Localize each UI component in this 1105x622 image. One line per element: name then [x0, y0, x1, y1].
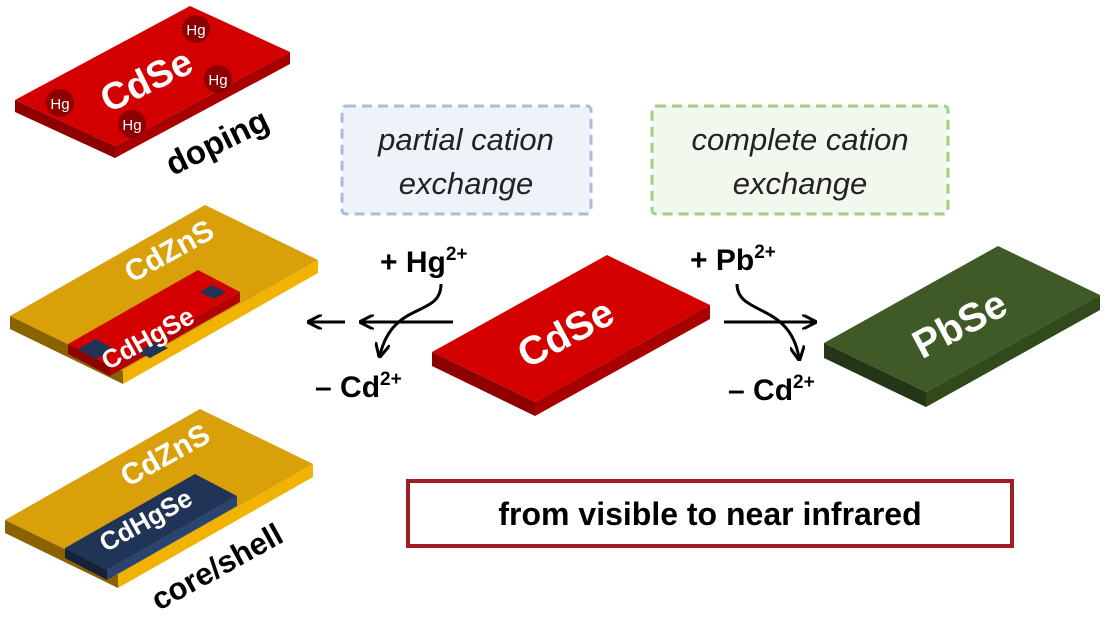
- alloy-slab: CdZnS CdHgSe: [10, 205, 318, 384]
- alloy-hg-patch: [78, 339, 114, 359]
- doped-slab-left-face: [15, 100, 115, 158]
- hg-ion-charge: 2+: [446, 244, 468, 265]
- pb-ion-charge: 2+: [754, 242, 776, 263]
- hg-dopant-label: Hg: [50, 96, 69, 113]
- center-cdse-slab: CdSe: [432, 255, 710, 416]
- doped-slab-front-face: [115, 52, 290, 158]
- complete-exchange-box: complete cation exchange: [650, 104, 950, 216]
- cd-out-right-label: – Cd2+: [728, 372, 815, 407]
- hg-ion-label: + Hg2+: [380, 244, 468, 279]
- cd-out-left-label: – Cd2+: [315, 369, 402, 404]
- hg-cd-exchange-arrow: [380, 283, 443, 355]
- hg-dopant-dot: [182, 15, 210, 43]
- hg-dopant-label: Hg: [208, 72, 227, 89]
- doped-slab-top: [15, 6, 290, 146]
- coreshell-core-front-face: [107, 496, 237, 580]
- pbse-slab: PbSe: [824, 246, 1100, 407]
- alloy-hg-patch: [138, 342, 168, 358]
- coreshell-shell-top: [5, 409, 313, 575]
- pbse-slab-front-face: [926, 295, 1100, 407]
- complete-exchange-line1: complete cation: [691, 122, 908, 157]
- hg-ion-sign: +: [380, 246, 406, 279]
- coreshell-shell-front-face: [118, 464, 313, 588]
- core-shell-slab: CdZnS CdHgSe core/shell: [5, 409, 313, 617]
- hg-dopant-dot: [204, 65, 232, 93]
- pb-cd-exchange-arrow: [735, 283, 799, 358]
- pbse-slab-left-face: [824, 343, 926, 407]
- complete-exchange-arrows: [724, 283, 814, 358]
- pb-ion-symbol: Pb: [716, 244, 754, 277]
- cd-out-right-sign: –: [728, 374, 753, 407]
- partial-exchange-frame: [340, 104, 593, 216]
- center-slab-left-face: [432, 352, 535, 416]
- banner-text: from visible to near infrared: [498, 496, 921, 532]
- center-slab-front-face: [535, 305, 710, 416]
- alloy-hg-patch: [200, 285, 226, 299]
- partial-exchange-arrows: [310, 283, 453, 355]
- center-slab-top: [432, 255, 710, 402]
- alloy-core-left-face: [68, 344, 110, 376]
- pbse-slab-top: [824, 246, 1100, 392]
- complete-exchange-line2: exchange: [733, 166, 867, 201]
- cd-out-left-symbol: Cd: [340, 371, 380, 404]
- partial-exchange-box: partial cation exchange: [340, 104, 593, 216]
- cd-out-left-charge: 2+: [380, 369, 402, 390]
- pb-ion-sign: +: [690, 244, 716, 277]
- hg-dopant-label: Hg: [186, 22, 205, 39]
- alloy-shell-front-face: [123, 260, 318, 384]
- partial-exchange-line1: partial cation: [377, 122, 554, 157]
- hg-dopant-label: Hg: [122, 117, 141, 134]
- coreshell-core-top: [65, 474, 237, 570]
- spectral-range-banner: from visible to near infrared: [406, 479, 1014, 548]
- banner-frame: [406, 479, 1014, 548]
- alloy-shell-top: [10, 205, 318, 371]
- complete-exchange-frame: [650, 104, 950, 216]
- coreshell-shell-left-face: [5, 520, 118, 588]
- cd-out-right-symbol: Cd: [753, 374, 793, 407]
- alloy-core-front-face: [110, 292, 240, 376]
- hg-ion-symbol: Hg: [406, 246, 446, 279]
- hg-dopant-dot: [118, 110, 146, 138]
- alloy-core-top: [68, 270, 240, 366]
- cd-out-left-sign: –: [315, 371, 340, 404]
- cd-out-right-charge: 2+: [793, 372, 815, 393]
- hg-dopant-dot: [46, 89, 74, 117]
- partial-exchange-line2: exchange: [399, 166, 533, 201]
- pb-ion-label: + Pb2+: [690, 242, 776, 277]
- coreshell-core-left-face: [65, 548, 107, 580]
- doped-cdse-slab: Hg Hg Hg Hg CdSe doping: [15, 6, 290, 182]
